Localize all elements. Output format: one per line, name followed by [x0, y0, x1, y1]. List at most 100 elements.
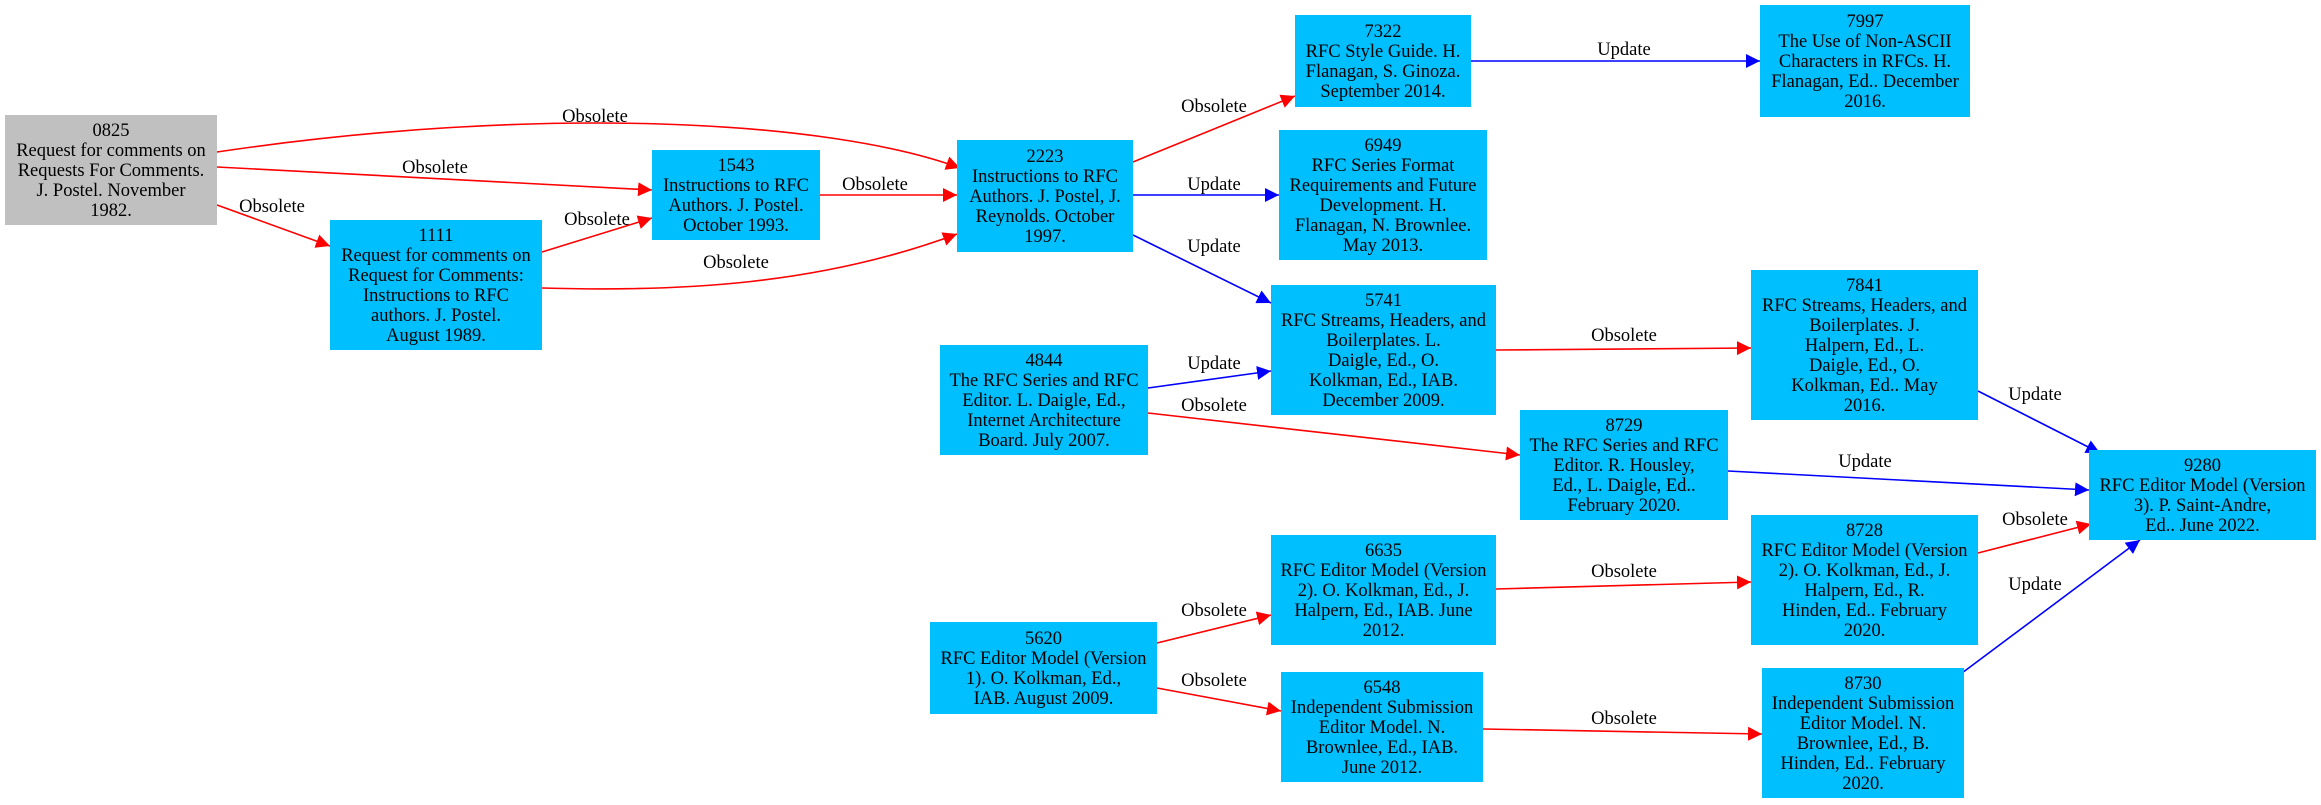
node-box	[2089, 450, 2316, 540]
edge-line	[216, 122, 961, 170]
edge-label: Obsolete	[564, 210, 630, 230]
edge-line	[216, 204, 331, 248]
node-rfc-number: 8730	[1845, 674, 1882, 694]
edges-layer: ObsoleteObsoleteObsoleteObsoleteObsolete…	[216, 40, 2141, 741]
node-text-line: Independent Submission	[1291, 698, 1473, 718]
edge-obsolete-5741-7841: Obsolete	[1495, 326, 1752, 356]
edge-line	[1132, 94, 1296, 163]
edge-update-7841-9280: Update	[1977, 385, 2101, 454]
node-text-line: 1982.	[90, 201, 132, 221]
edge-label: Update	[2008, 385, 2061, 405]
edge-label: Obsolete	[1181, 601, 1247, 621]
node-text-line: Editor Model. N.	[1319, 718, 1445, 738]
node-text-line: RFC Editor Model (Version	[2099, 476, 2305, 496]
edge-label: Update	[1187, 354, 1240, 374]
node-rfc-number: 0825	[93, 121, 130, 141]
node-rfc-number: 7997	[1847, 12, 1884, 32]
node-box	[5, 115, 217, 225]
node-rfc-number: 1543	[718, 156, 755, 176]
node-box	[1295, 15, 1471, 107]
node-text-line: Requirements and Future	[1289, 176, 1476, 196]
node-text-line: Development. H.	[1320, 196, 1447, 216]
edge-label: Update	[1838, 452, 1891, 472]
edge-obsolete-2223-7322: Obsolete	[1132, 94, 1296, 163]
node-text-line: IAB. August 2009.	[974, 689, 1114, 709]
edge-label: Obsolete	[2002, 510, 2068, 530]
node-box	[330, 220, 542, 350]
edge-obsolete-8728-9280: Obsolete	[1977, 510, 2092, 554]
edge-label: Update	[1597, 40, 1650, 60]
node-text-line: RFC Editor Model (Version	[1761, 541, 1967, 561]
node-text-line: 2016.	[1844, 396, 1886, 416]
node-text-line: Request for comments on	[341, 246, 531, 266]
edge-label: Update	[1187, 237, 1240, 257]
edge-label: Update	[1187, 175, 1240, 195]
edge-obsolete-5620-6548: Obsolete	[1156, 671, 1282, 716]
edge-label: Obsolete	[1181, 97, 1247, 117]
node-box	[1751, 515, 1978, 645]
node-box	[1520, 410, 1728, 520]
node-rfc-number: 8728	[1846, 521, 1883, 541]
node-box	[1271, 285, 1496, 415]
node-text-line: The RFC Series and RFC	[1529, 436, 1718, 456]
node-text-line: 2016.	[1844, 92, 1886, 112]
edge-label: Obsolete	[1181, 671, 1247, 691]
node-box	[1281, 672, 1483, 782]
node-text-line: Internet Architecture	[967, 411, 1121, 431]
edge-label: Obsolete	[562, 107, 628, 127]
node-text-line: Instructions to RFC	[663, 176, 809, 196]
node-text-line: Kolkman, Ed.. May	[1791, 376, 1938, 396]
node-text-line: authors. J. Postel.	[371, 306, 501, 326]
edge-label: Obsolete	[1591, 709, 1657, 729]
node-text-line: August 1989.	[386, 326, 486, 346]
node-text-line: Editor. R. Housley,	[1553, 456, 1694, 476]
node-text-line: Editor. L. Daigle, Ed.,	[962, 391, 1125, 411]
node-text-line: 2). O. Kolkman, Ed., J.	[1298, 581, 1470, 601]
node-text-line: RFC Streams, Headers, and	[1762, 296, 1968, 316]
edge-line	[216, 166, 653, 197]
node-box	[940, 345, 1148, 455]
node-text-line: J. Postel. November	[36, 181, 185, 201]
node-text-line: Halpern, Ed., L.	[1805, 336, 1924, 356]
node-text-line: 2020.	[1842, 774, 1884, 794]
edge-line	[1156, 687, 1282, 716]
node-text-line: Instructions to RFC	[363, 286, 509, 306]
node-text-line: Reynolds. October	[976, 207, 1115, 227]
node-rfc-number: 6949	[1365, 136, 1402, 156]
node-text-line: Brownlee, Ed., IAB.	[1306, 738, 1458, 758]
node-text-line: 2). O. Kolkman, Ed., J.	[1779, 561, 1951, 581]
node-text-line: Request for Comments:	[348, 266, 524, 286]
node-text-line: RFC Editor Model (Version	[1280, 561, 1486, 581]
node-box	[1279, 130, 1487, 260]
node-rfc-number: 8729	[1606, 416, 1643, 436]
edge-line	[1482, 726, 1763, 741]
edge-update-7322-7997: Update	[1471, 40, 1760, 68]
node-box	[1751, 270, 1978, 420]
edge-update-8729-9280: Update	[1727, 452, 2090, 497]
node-text-line: Independent Submission	[1772, 694, 1954, 714]
node-text-line: RFC Streams, Headers, and	[1281, 311, 1487, 331]
edge-obsolete-1543-2223: Obsolete	[820, 175, 957, 202]
edge-label: Obsolete	[239, 197, 305, 217]
node-text-line: Brownlee, Ed., B.	[1797, 734, 1930, 754]
edge-obsolete-1111-2223: Obsolete	[541, 232, 958, 290]
node-text-line: The Use of Non-ASCII	[1778, 32, 1951, 52]
node-text-line: Daigle, Ed., O.	[1809, 356, 1920, 376]
